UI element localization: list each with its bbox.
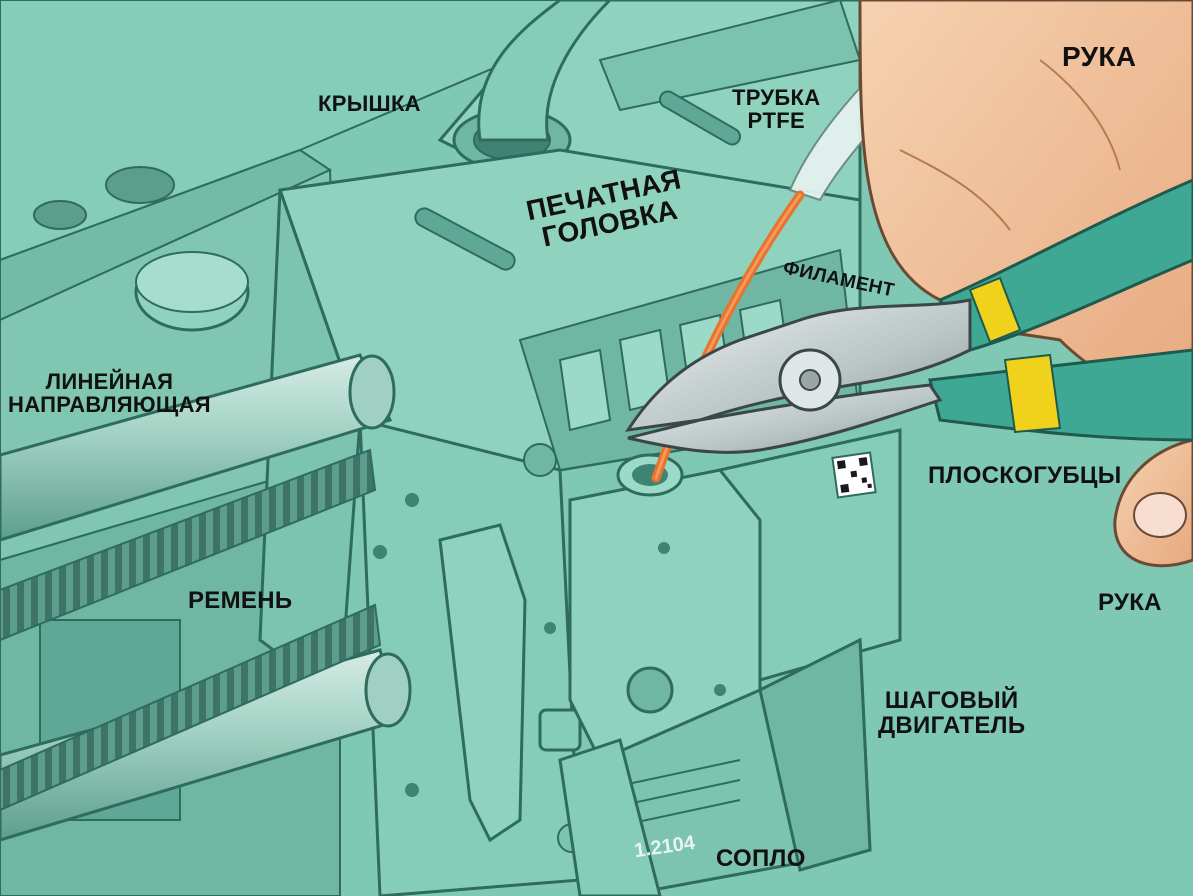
- label-nozzle: СОПЛО: [716, 845, 806, 872]
- label-linear-rail-line-2: НАПРАВЛЯЮЩАЯ: [8, 392, 211, 418]
- label-stepper-motor-line-2: ДВИГАТЕЛЬ: [878, 712, 1026, 740]
- hand: [858, 0, 1193, 568]
- frame-hole: [33, 200, 87, 230]
- belt: [0, 448, 382, 812]
- linear-rail: [0, 353, 412, 842]
- label-hand-right: РУКА: [1098, 589, 1162, 616]
- nozzle: [558, 738, 662, 896]
- label-stepper-motor-line-1: ШАГОВЫЙ: [884, 687, 1019, 714]
- label-hand-top: РУКА: [1062, 41, 1137, 72]
- stepper-motor: [588, 637, 872, 896]
- label-cover: КРЫШКА: [318, 91, 421, 116]
- label-linear-rail-line-1: ЛИНЕЙНАЯ: [45, 369, 174, 394]
- pliers: [624, 178, 1193, 454]
- label-ptfe-tube-line-1: ТРУБКА: [732, 85, 821, 110]
- label-belt: РЕМЕНЬ: [188, 587, 293, 614]
- carriage-bracket: [438, 523, 587, 853]
- label-ptfe-tube: ТРУБКА PTFE: [732, 86, 820, 132]
- label-stepper-motor: ШАГОВЫЙ ДВИГАТЕЛЬ: [878, 687, 1026, 740]
- label-linear-rail: ЛИНЕЙНАЯ НАПРАВЛЯЮЩАЯ: [8, 370, 211, 416]
- frame-hole: [105, 166, 175, 204]
- qr-code: [831, 451, 877, 499]
- label-ptfe-tube-line-2: PTFE: [747, 108, 805, 134]
- pliers-band: [1003, 353, 1062, 434]
- pliers-band: [968, 276, 1022, 344]
- label-pliers: ПЛОСКОГУБЦЫ: [928, 462, 1122, 489]
